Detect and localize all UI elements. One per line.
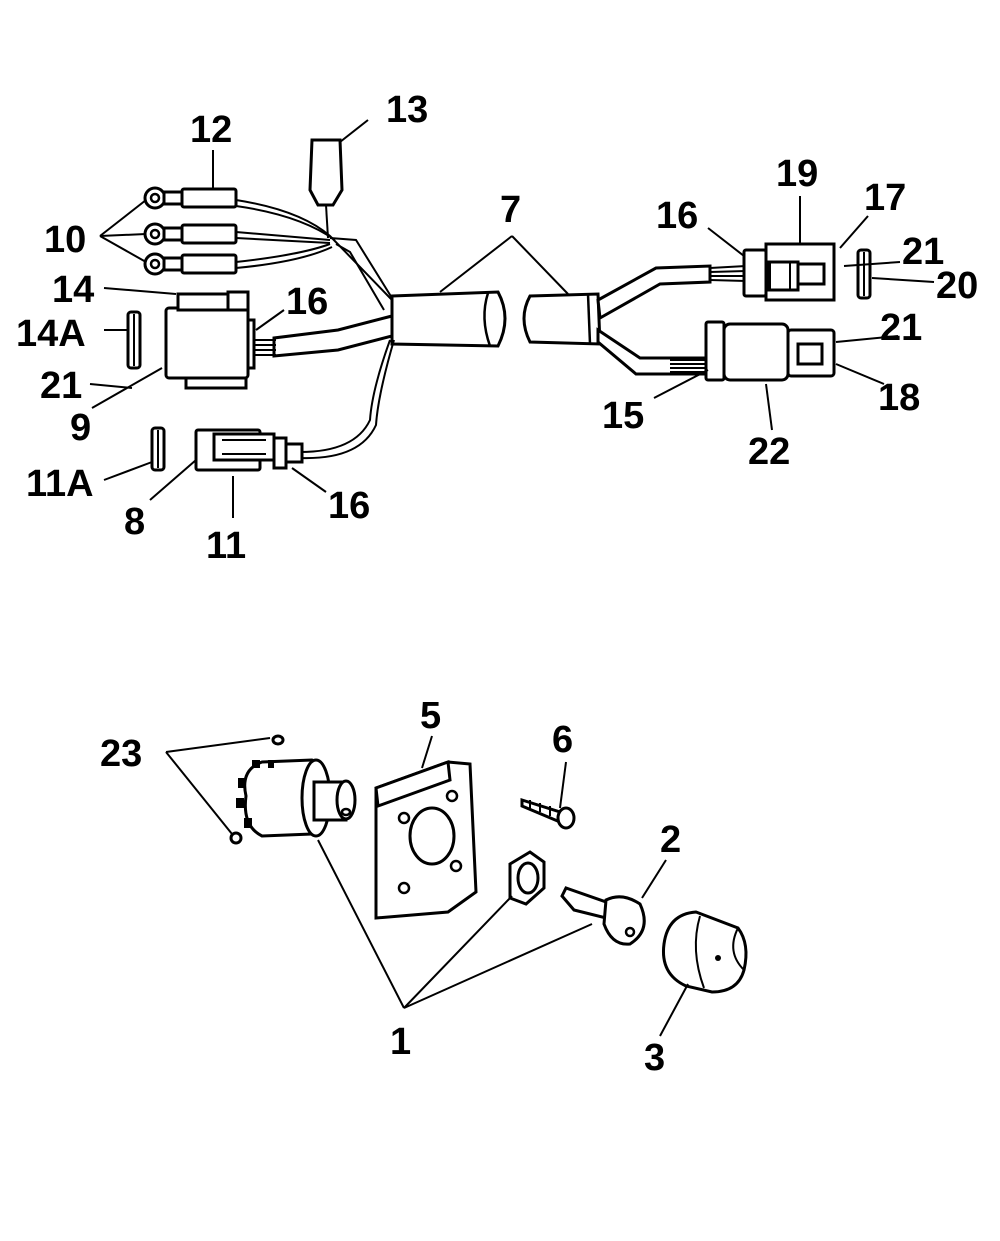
lower-right-connector-housing bbox=[704, 320, 836, 382]
connector-pin-20 bbox=[856, 248, 872, 300]
callout-1: 1 bbox=[390, 1021, 411, 1063]
callout-8: 8 bbox=[124, 501, 145, 543]
harness-sleeve-left bbox=[390, 290, 507, 348]
callout-23: 23 bbox=[100, 733, 142, 775]
callout-21-right-top: 21 bbox=[902, 231, 944, 273]
screw-23-top bbox=[271, 734, 285, 746]
callout-17: 17 bbox=[864, 177, 906, 219]
callout-19: 19 bbox=[776, 153, 818, 195]
callout-16-bottom: 16 bbox=[328, 485, 370, 527]
callout-6: 6 bbox=[552, 719, 573, 761]
callout-14a: 14A bbox=[16, 313, 86, 355]
hex-nut bbox=[508, 850, 546, 906]
upper-right-connector-housing bbox=[742, 242, 836, 302]
callout-3: 3 bbox=[644, 1037, 665, 1079]
ring-terminal-top bbox=[143, 186, 238, 210]
callout-5: 5 bbox=[420, 695, 441, 737]
callout-10: 10 bbox=[44, 219, 86, 261]
callout-9: 9 bbox=[70, 407, 91, 449]
wire-to-small-connector bbox=[299, 339, 395, 460]
ignition-switch-assembly bbox=[165, 734, 748, 1037]
key-cap bbox=[661, 910, 748, 994]
callout-7: 7 bbox=[500, 189, 521, 231]
callout-12: 12 bbox=[190, 109, 232, 151]
connector-pin-11a bbox=[150, 426, 166, 472]
ignition-key bbox=[560, 886, 646, 946]
wiring-harness-assembly bbox=[89, 119, 935, 518]
wires-to-upper-right-connector bbox=[596, 264, 747, 321]
screw-23-bottom bbox=[229, 831, 243, 845]
callout-20: 20 bbox=[936, 265, 978, 307]
callout-14: 14 bbox=[52, 269, 94, 311]
small-connector-housing bbox=[194, 428, 304, 472]
ring-terminal-bottom bbox=[143, 252, 238, 276]
callout-16-left: 16 bbox=[286, 281, 328, 323]
ring-terminal-middle bbox=[143, 222, 238, 246]
ring-terminal-wires bbox=[235, 199, 393, 311]
main-connector-housing bbox=[164, 290, 256, 390]
wires-to-lower-right-connector bbox=[596, 327, 710, 376]
callout-22: 22 bbox=[748, 431, 790, 473]
harness-sleeve-right bbox=[522, 292, 602, 346]
callout-11a: 11A bbox=[26, 463, 94, 505]
mounting-plate bbox=[374, 759, 478, 920]
callout-16-right: 16 bbox=[656, 195, 698, 237]
callout-15: 15 bbox=[602, 395, 644, 437]
callout-2: 2 bbox=[660, 819, 681, 861]
callout-18: 18 bbox=[878, 377, 920, 419]
leader-lines-lower bbox=[165, 735, 689, 1037]
ignition-switch bbox=[236, 758, 357, 838]
bullet-terminal bbox=[308, 138, 344, 239]
callout-13: 13 bbox=[386, 89, 428, 131]
callout-labels: 12 13 10 7 14 16 14A 21 9 11A 8 11 16 19… bbox=[16, 89, 978, 1079]
connector-pin-14a bbox=[126, 310, 142, 370]
callout-11: 11 bbox=[206, 525, 246, 567]
wires-to-main-connector bbox=[252, 314, 394, 358]
leader-lines-upper bbox=[89, 119, 935, 518]
callout-21-left: 21 bbox=[40, 365, 82, 407]
screw-6 bbox=[520, 797, 576, 830]
callout-21-right-bottom: 21 bbox=[880, 307, 922, 349]
